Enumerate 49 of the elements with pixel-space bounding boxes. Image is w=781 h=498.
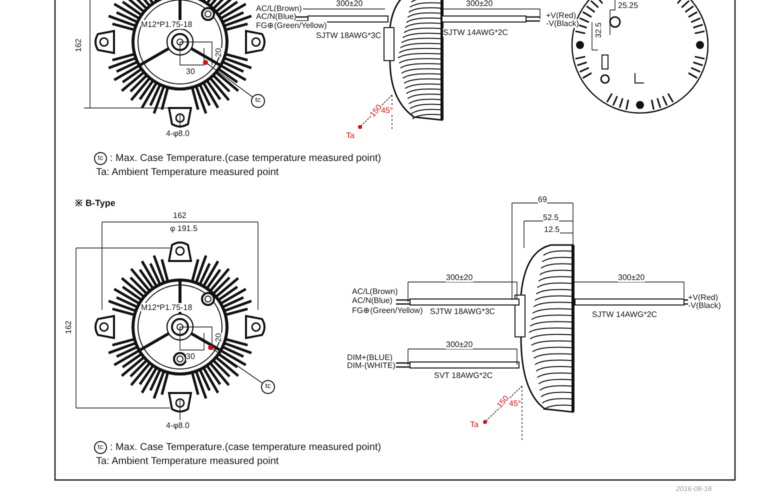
thread-spec-label: M12*P1.75-18 — [141, 303, 192, 312]
measurement-point — [202, 60, 208, 64]
section-heading: ※ B-Type — [75, 198, 116, 209]
cable-spec-label: SJTW 18AWG*3C — [316, 31, 382, 40]
dimension-label: 30 — [186, 352, 195, 361]
wire-label: AC/L(Brown) — [256, 4, 302, 13]
dimension-label: 300±20 — [466, 0, 493, 8]
cable-spec-label: SJTW 14AWG*2C — [592, 310, 658, 319]
point-label: Ta — [470, 420, 478, 429]
cable-spec-label: SJTW 14AWG*2C — [443, 28, 508, 37]
leader-line — [212, 348, 263, 384]
wire-label: DIM-(WHITE) — [347, 361, 396, 370]
wire-label: AC/N(Blue) — [256, 12, 296, 21]
dimension-label: 25.25 — [618, 1, 638, 10]
measurement-point — [208, 344, 212, 350]
leader-line — [206, 63, 253, 98]
cable-spec-label: SVT 18AWG*2C — [434, 371, 493, 380]
angle-label: 45° — [381, 106, 394, 115]
dimension-label: 162 — [74, 38, 83, 52]
dimension-label: 300±20 — [446, 340, 473, 349]
dimension-label: 20 — [214, 333, 223, 342]
wire-label: AC/N(Blue) — [352, 296, 392, 305]
dimension-label: 162 — [173, 211, 186, 220]
hole-spec-label: 4-φ8.0 — [166, 129, 190, 138]
note-text: Ta: Ambient Temperature measured point — [96, 167, 279, 179]
dimension-label: 300±20 — [336, 0, 363, 8]
cable-spec-label: SJTW 18AWG*3C — [430, 307, 496, 316]
hole-spec-label: 4-φ8.0 — [166, 421, 190, 430]
wire-label: AC/L(Brown) — [352, 287, 398, 296]
dimension-label: φ 191.5 — [170, 224, 198, 233]
dimension-label: 300±20 — [446, 273, 473, 282]
note-text: : Max. Case Temperature.(case temperature measured point) — [110, 153, 382, 165]
wire-label: -V(Black) — [688, 301, 721, 310]
dimension-label: 52.5 — [543, 213, 559, 222]
wire-label: FG⊕(Green/Yellow) — [256, 21, 327, 30]
dimension-label: 20 — [214, 48, 223, 57]
note-text: : Max. Case Temperature.(case temperature measured point) — [110, 442, 382, 454]
dimension-label: 69 — [538, 195, 547, 204]
dimension-label: 300±20 — [618, 273, 645, 282]
wire-label: -V(Black) — [546, 19, 579, 28]
dimension-label: 30 — [186, 67, 195, 76]
dimension-label: 162 — [64, 320, 73, 334]
dimension-label: 12.5 — [544, 225, 560, 234]
note-text: Ta: Ambient Temperature measured point — [96, 456, 279, 468]
thread-spec-label: M12*P1.75-18 — [141, 20, 192, 29]
wire-label: FG⊕(Green/Yellow) — [352, 306, 423, 315]
dimension-label: 32.5 — [594, 22, 603, 38]
point-label: Ta — [346, 131, 354, 140]
angle-label: 45° — [509, 399, 522, 408]
